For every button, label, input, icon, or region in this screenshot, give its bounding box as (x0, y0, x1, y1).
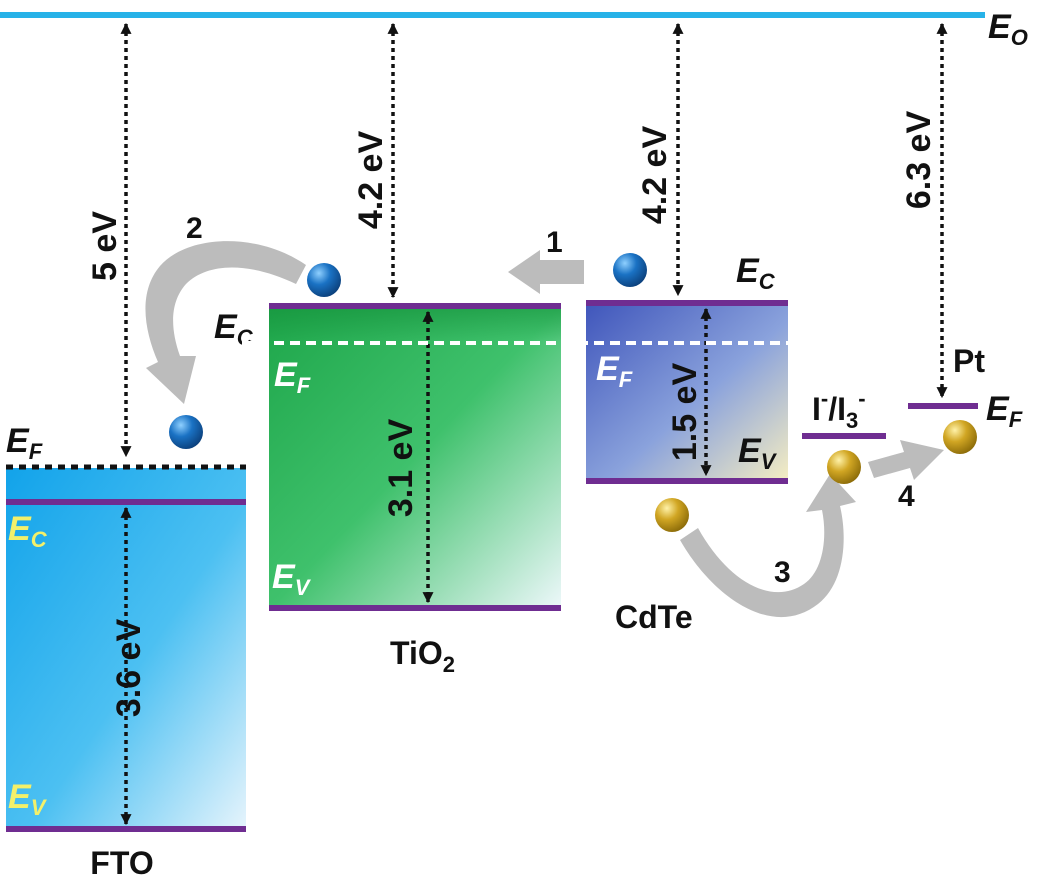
tio2-ef-label: EF (274, 356, 311, 398)
step-2-label: 2 (186, 212, 203, 245)
fto-ec-label: EC (8, 510, 48, 552)
fto-ef-label: EF (6, 422, 43, 464)
redox-couple-label: I-/I3- (812, 386, 866, 433)
pt-ef-label: EF (986, 390, 1023, 432)
fto-work-function-label: 5 eV (86, 211, 124, 281)
tio2-ev-label: EV (272, 558, 312, 600)
cdte-electron-affinity-label: 4.2 eV (636, 126, 674, 225)
cdte-ev-label: EV (738, 432, 778, 474)
hole-electrolyte (827, 450, 861, 484)
pt-work-function-label: 6.3 eV (900, 111, 938, 210)
tio2-electron-affinity-label: 4.2 eV (352, 131, 390, 230)
cdte-band-gap-label: 1.5 eV (666, 363, 704, 462)
cdte-band-block (586, 302, 788, 482)
step-1-label: 1 (546, 226, 563, 259)
electron-cdte (613, 253, 647, 287)
step-3-arrow (680, 474, 856, 618)
fto-ev-label: EV (8, 778, 48, 820)
fto-material-label: FTO (90, 845, 153, 881)
step-3-label: 3 (774, 556, 791, 589)
electron-tio2 (307, 263, 341, 297)
hole-pt (943, 420, 977, 454)
tio2-band-top-shade (269, 305, 561, 341)
cdte-ef-label: EF (596, 350, 633, 392)
tio2-material-label: TiO2 (390, 635, 455, 677)
step-4-arrow (868, 440, 944, 480)
fto-band-gap-label: 3.6 eV (110, 619, 148, 718)
hole-cdte (655, 498, 689, 532)
tio2-band-block (269, 305, 561, 610)
cdte-material-label: CdTe (615, 599, 693, 635)
tio2-band-gap-label: 3.1 eV (382, 419, 420, 518)
step-1-arrow (508, 250, 584, 294)
electron-fto (169, 415, 203, 449)
step-4-label: 4 (898, 480, 915, 513)
vacuum-level-label: EO (988, 8, 1028, 50)
cdte-ec-label: EC (736, 252, 776, 294)
step-2-arrow (145, 241, 306, 404)
pt-material-label: Pt (953, 343, 985, 379)
